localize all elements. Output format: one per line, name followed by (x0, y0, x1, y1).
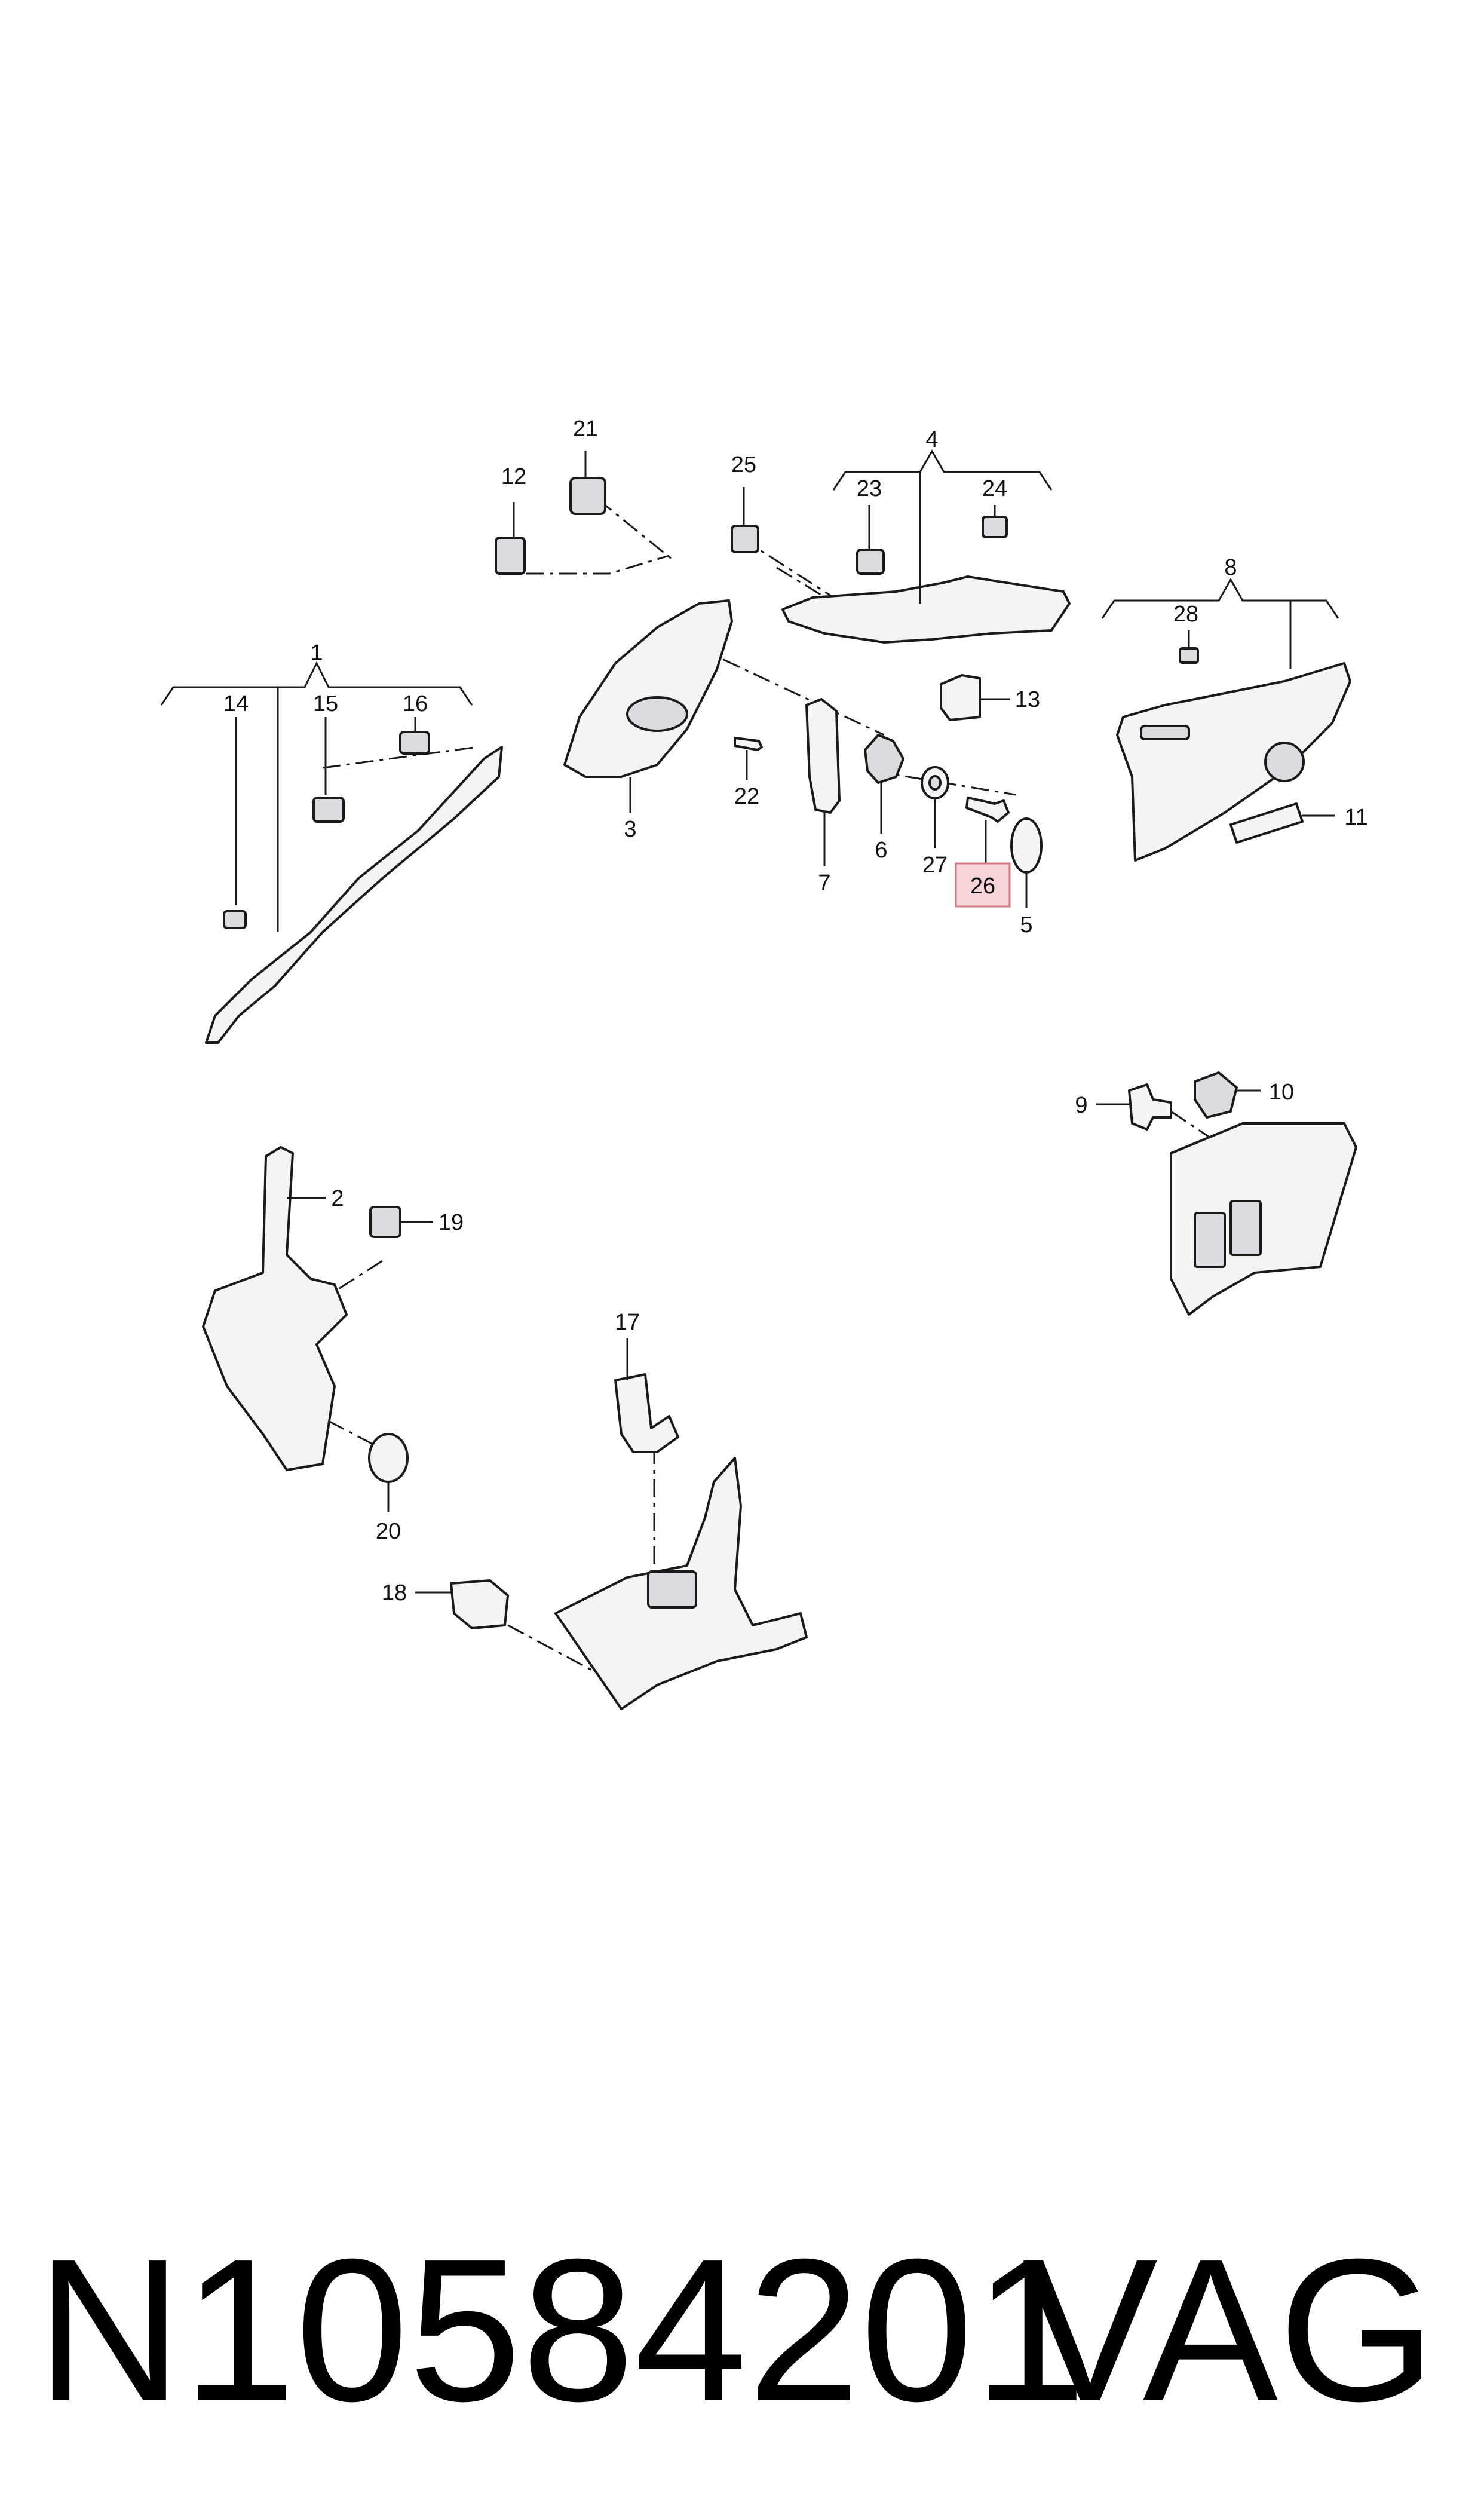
part-20-cap (368, 1433, 409, 1483)
callout-21: 21 (573, 416, 598, 442)
callout-19: 19 (439, 1210, 464, 1235)
part-12-clip (495, 537, 526, 575)
callout-4: 4 (925, 427, 938, 452)
callout-5: 5 (1020, 912, 1032, 938)
part-26-bolt (965, 797, 1010, 823)
highlight-box-26 (955, 862, 1011, 908)
part-7-belt-guide (805, 698, 841, 814)
callout-16: 16 (403, 691, 428, 716)
callout-24: 24 (982, 476, 1007, 501)
callout-15: 15 (313, 691, 338, 716)
lower-floor-panel-block (647, 1570, 697, 1609)
callout-1: 1 (310, 641, 323, 666)
part-8-c-pillar-trim (1116, 662, 1351, 862)
part-15-clip (312, 797, 345, 823)
callout-8: 8 (1224, 555, 1237, 580)
part-21-clip (569, 477, 606, 515)
part-25-clip (731, 525, 759, 553)
part-11-grille (1229, 802, 1304, 844)
callout-28: 28 (1173, 602, 1198, 627)
part-19-clip (369, 1206, 401, 1238)
callout-9: 9 (1075, 1093, 1087, 1118)
callout-11: 11 (1344, 805, 1368, 830)
part-16-clip (399, 731, 430, 755)
callout-3: 3 (624, 817, 636, 842)
part-10-retainer (1194, 1071, 1238, 1119)
assembly-lines (238, 498, 1255, 1674)
part-14-clip (223, 910, 247, 929)
callout-26: 26 (970, 874, 995, 899)
callout-labels: 1 2 3 4 5 6 7 8 9 10 11 12 13 14 15 16 1… (223, 416, 1368, 1606)
part-2-lower-trim (202, 1146, 348, 1471)
part-5-ring (1010, 817, 1043, 874)
part-1-pillar-trim (205, 746, 503, 1044)
part-8-grille (1140, 725, 1190, 740)
callout-12: 12 (501, 464, 526, 489)
callout-23: 23 (857, 476, 882, 501)
callout-7: 7 (818, 871, 830, 896)
part-4-upper-trim (781, 575, 1071, 644)
callout-17: 17 (615, 1310, 640, 1335)
callout-14: 14 (223, 691, 249, 716)
leader-lines (160, 449, 1339, 1594)
part-22-screw (734, 737, 763, 751)
part-24-clip (982, 516, 1008, 538)
part-23-clip (856, 549, 885, 575)
part-3-belt-opening (626, 696, 688, 732)
callout-20: 20 (376, 1519, 401, 1544)
callout-13: 13 (1015, 687, 1040, 712)
callout-2: 2 (331, 1186, 344, 1211)
callout-10: 10 (1269, 1080, 1294, 1105)
callout-6: 6 (875, 838, 887, 863)
callout-27: 27 (922, 853, 948, 878)
part-13-bracket (940, 674, 981, 721)
callout-22: 22 (734, 784, 759, 809)
callout-18: 18 (382, 1580, 407, 1606)
part-3-pillar-cover (563, 599, 733, 778)
part-27-washer-hole (928, 775, 942, 791)
brand-label: VAG (1022, 2217, 1436, 2444)
part-number: N10584201 (36, 2217, 1087, 2444)
part-28-clip (1179, 647, 1199, 664)
callout-25: 25 (731, 452, 756, 477)
part-18-clip (450, 1579, 509, 1629)
lower-panel-vents (1194, 1200, 1262, 1268)
part-6-cover-plate (864, 734, 904, 784)
part-17-strap (614, 1373, 679, 1453)
part-9-fastener (1128, 1083, 1172, 1131)
part-8-speaker-opening (1264, 742, 1305, 782)
